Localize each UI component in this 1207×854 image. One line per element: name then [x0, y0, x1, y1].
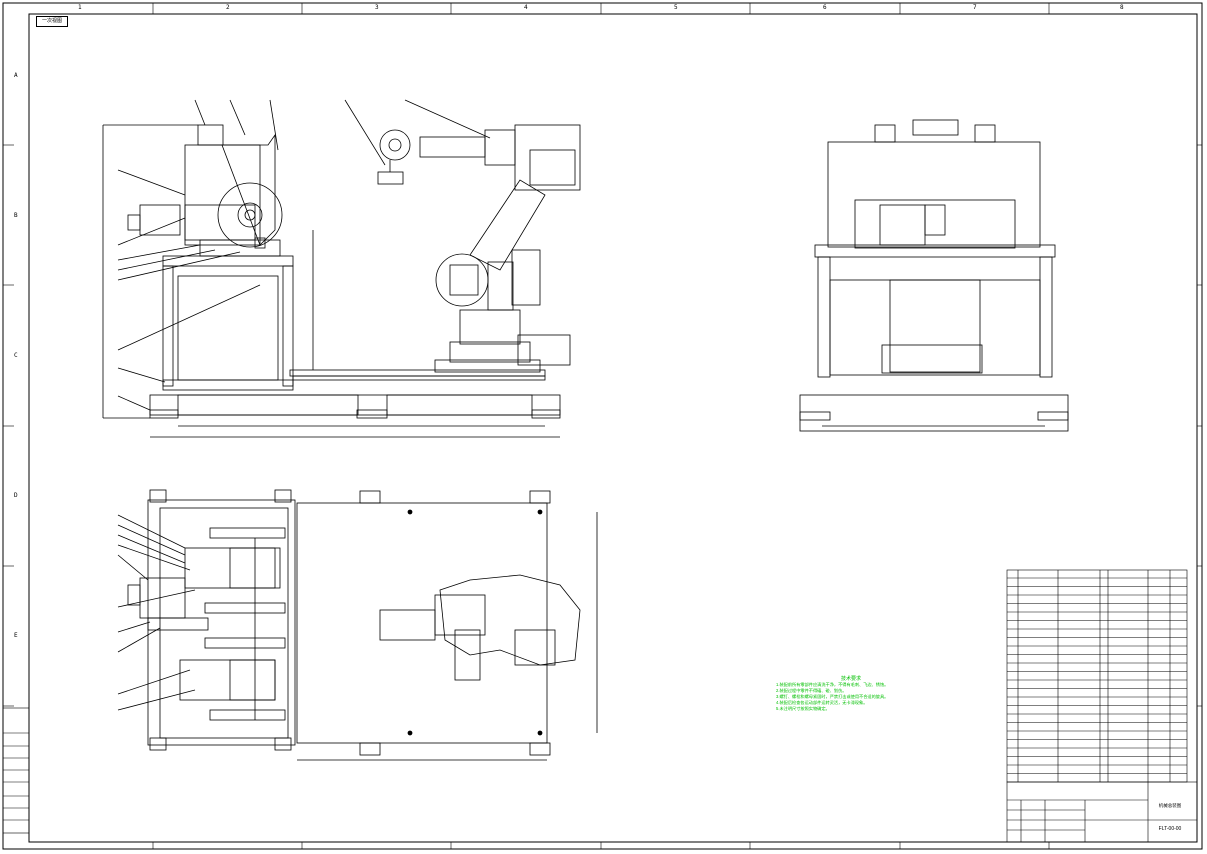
side-view: [799, 119, 1069, 432]
row-label: A: [14, 72, 18, 79]
drawing-code: FLT-00-00: [1158, 826, 1182, 832]
bom-table: [1006, 569, 1188, 783]
row-label: B: [14, 212, 18, 219]
view-tag-label: 一次视图: [36, 16, 68, 27]
column-label: 4: [524, 4, 528, 11]
technical-requirement-line: 1.装配前所有零部件应清洗干净，不得有毛刺、飞边、锈蚀。: [776, 682, 889, 687]
technical-requirements: 技术要求 1.装配前所有零部件应清洗干净，不得有毛刺、飞边、锈蚀。 2.装配过程…: [776, 676, 926, 712]
inner-frame: [28, 13, 1198, 843]
title-block: [1006, 781, 1198, 843]
column-label: 1: [78, 4, 82, 11]
technical-requirement-line: 4.装配后检查各运动部件运转灵活，无卡滞现象。: [776, 700, 868, 705]
sheet-name: 机械总装图: [1158, 803, 1182, 808]
column-label: 2: [226, 4, 230, 11]
top-view-table: [117, 489, 296, 751]
column-label: 6: [823, 4, 827, 11]
top-view-robot: [296, 490, 598, 761]
column-label: 3: [375, 4, 379, 11]
technical-requirement-line: 5.未注明尺寸按照实物确定。: [776, 706, 830, 711]
technical-requirement-line: 2.装配过程中零件不得磕、碰、划伤。: [776, 688, 847, 693]
technical-requirement-line: 3.螺钉、螺栓和螺母紧固时，严禁打击或使用不合适的旋具。: [776, 694, 889, 699]
revision-strip: [2, 707, 30, 834]
robot-front: [344, 99, 581, 373]
column-label: 7: [973, 4, 977, 11]
front-view: [102, 99, 561, 438]
technical-requirements-title: 技术要求: [840, 676, 861, 682]
row-label: E: [14, 632, 18, 639]
column-label: 5: [674, 4, 678, 11]
row-label: C: [14, 352, 18, 359]
column-label: 8: [1120, 4, 1124, 11]
bom-rows: [1007, 577, 1187, 774]
row-label: D: [14, 492, 18, 499]
zone-ticks: [3, 3, 1202, 849]
